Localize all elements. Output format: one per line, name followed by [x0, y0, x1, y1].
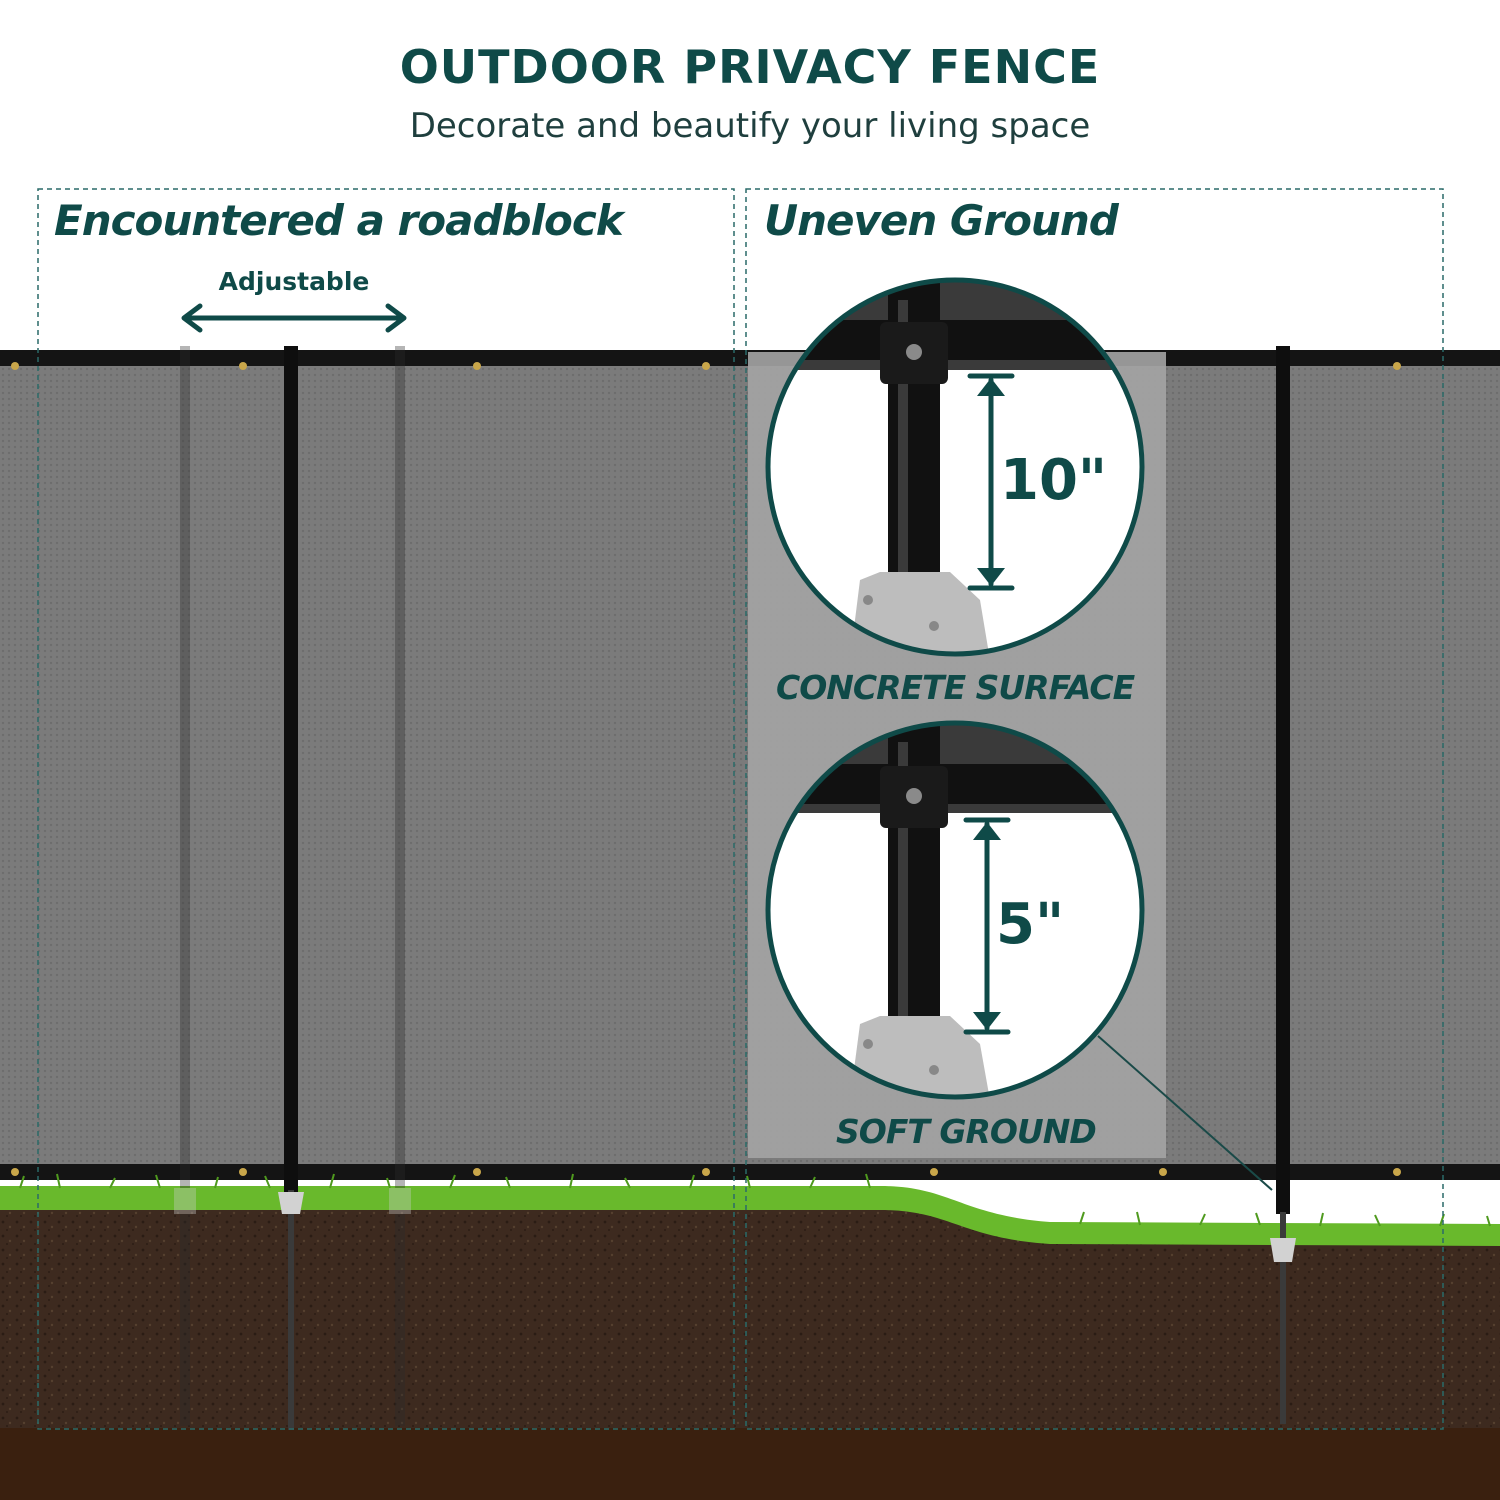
bottom-rail [0, 1164, 1500, 1180]
grommets [11, 362, 1401, 1176]
soft-ground-detail-circle [765, 720, 1145, 1100]
deep-soil [0, 1428, 1500, 1500]
grass-blades [19, 1173, 1491, 1227]
vertical-dimension-arrow-icon-2 [963, 817, 1011, 1035]
soft-ground-label: SOFT GROUND [836, 1112, 1097, 1151]
vertical-dimension-arrow-icon [967, 373, 1015, 591]
ghost-post-left [174, 346, 196, 1426]
page-title: OUTDOOR PRIVACY FENCE [399, 40, 1101, 94]
left-panel-title: Encountered a roadblock [54, 196, 624, 245]
post-left [278, 346, 304, 1430]
left-panel-border [37, 188, 735, 1430]
soil [0, 1205, 1500, 1500]
double-arrow-icon [181, 303, 407, 333]
page-subtitle: Decorate and beautify your living space [409, 106, 1091, 146]
concrete-height-label: 10" [1000, 448, 1108, 513]
concrete-detail-circle [765, 277, 1145, 657]
post-right [1270, 346, 1296, 1424]
right-panel-border [745, 188, 1444, 1430]
ghost-post-right [389, 346, 411, 1426]
callout-pointer [1097, 1035, 1273, 1191]
right-panel-title: Uneven Ground [764, 196, 1119, 245]
concrete-surface-label: CONCRETE SURFACE [776, 668, 1135, 707]
soft-ground-height-label: 5" [996, 892, 1065, 957]
grass [0, 1186, 1500, 1246]
adjustable-label: Adjustable [218, 267, 370, 296]
